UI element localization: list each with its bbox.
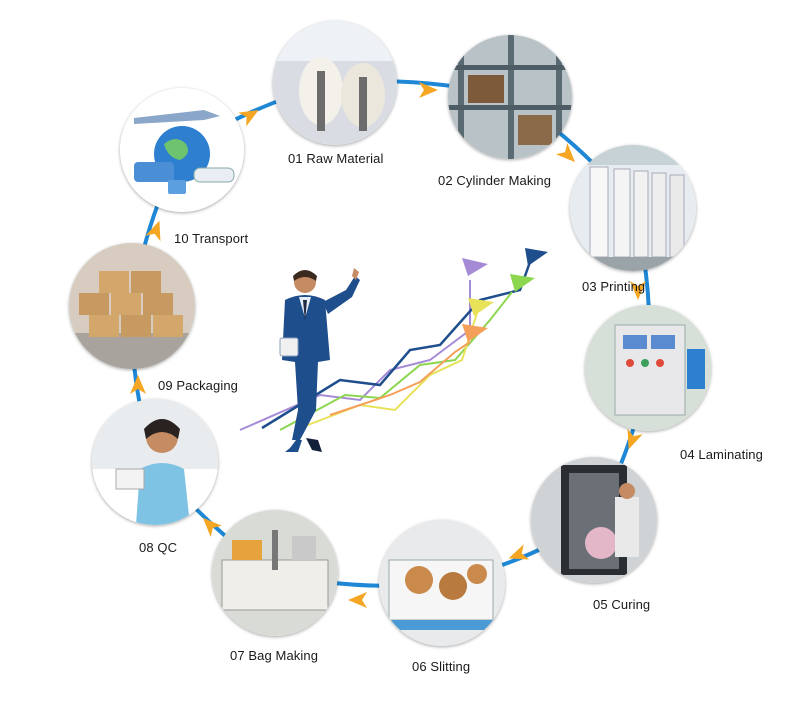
printing-press-icon [570,145,696,271]
flow-arrowhead [238,110,259,127]
step-label: 01 Raw Material [288,151,384,166]
bag-machine-icon [212,510,338,636]
flow-arrowhead [145,220,161,242]
growth-line-orange [329,341,471,416]
globe-transport-icon [120,88,244,212]
curing-oven-icon [531,457,657,583]
step-label: 09 Packaging [158,378,238,393]
film-roll-icon [273,21,397,145]
step-label: 10 Transport [174,231,249,246]
growth-line-green [279,291,513,431]
step-label: 07 Bag Making [230,648,319,663]
laminator-panel-icon [585,305,711,431]
slitting-machine-icon [379,520,505,646]
growth-arrowhead-navy [525,248,548,266]
cylinder-rack-icon [448,35,572,159]
growth-line-navy [261,261,532,430]
growth-arrowhead-green [510,274,535,292]
flow-arrowhead [348,592,367,608]
flow-arrowhead [630,281,646,300]
growth-arrowhead-orange [462,324,488,342]
flow-arrowhead [627,428,643,450]
inspector-icon [92,399,218,525]
step-label: 03 Printing [582,279,646,294]
flow-arrowhead [508,544,530,560]
flow-arrowhead [419,82,438,98]
businessman-growth-arrows-icon [239,248,548,452]
flow-arrowhead [555,142,576,163]
carton-stack-icon [69,243,195,369]
growth-arrowhead-yellow [468,298,494,316]
businessman-figure [279,268,360,452]
step-label: 02 Cylinder Making [438,173,552,188]
cycle-arrowheads [130,82,646,608]
step-label: 06 Slitting [412,659,471,674]
flow-arrowhead [130,375,146,394]
step-label: 05 Curing [593,597,651,612]
step-label: 04 Laminating [680,447,763,462]
flow-arrowhead [202,517,223,538]
growth-arrowhead-purple [462,258,488,276]
step-label: 08 QC [139,540,178,555]
